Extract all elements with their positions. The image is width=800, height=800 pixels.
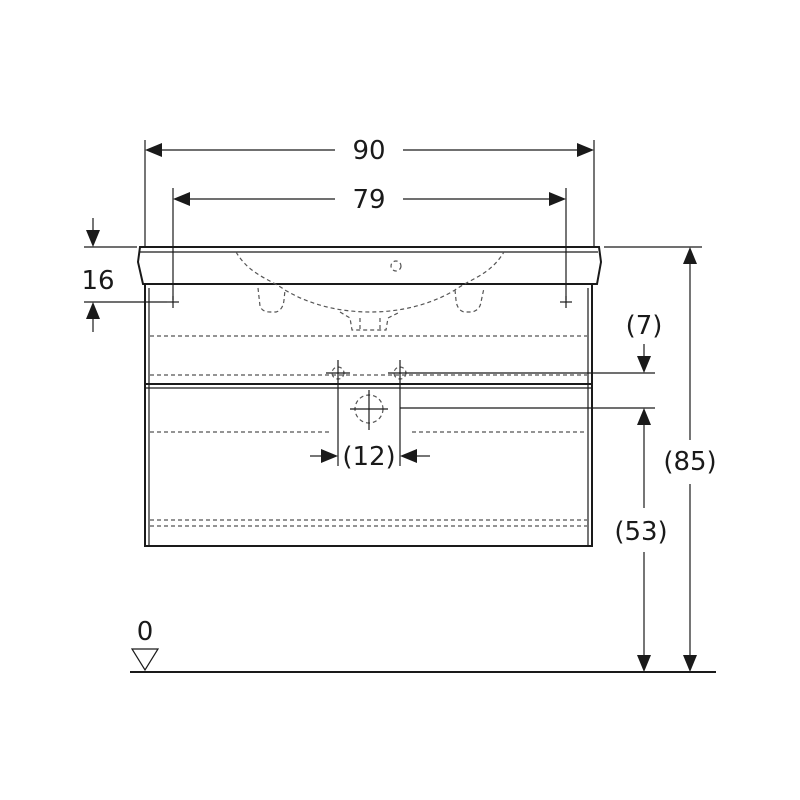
dimension-85-label: (85): [663, 447, 716, 477]
dimension-7-label: (7): [626, 311, 663, 341]
dimension-16-label: 16: [81, 266, 114, 296]
dimension-drain-spacing: (12): [310, 386, 430, 472]
basin-bowl: [235, 251, 505, 331]
dimension-53-label: (53): [614, 517, 667, 547]
dimension-drain-offset: (7): [412, 311, 663, 374]
dimension-basin-thickness: 16: [81, 218, 167, 332]
washbasin-top: [136, 246, 603, 285]
dimension-drain-height: (53): [400, 407, 668, 672]
dimension-90-label: 90: [352, 136, 385, 166]
dimension-tap-spacing: 79: [172, 185, 567, 300]
vanity-unit: [136, 246, 603, 547]
dimension-total-height: (85): [604, 246, 717, 672]
level-symbol-icon: [130, 648, 160, 672]
dimension-12-label: (12): [342, 442, 395, 472]
overflow-hole: [390, 260, 402, 272]
floor-level-label: 0: [137, 617, 154, 647]
dimension-total-width: 90: [144, 136, 595, 247]
drain-markers: [326, 360, 412, 430]
dimension-79-label: 79: [352, 185, 385, 215]
floor-level: 0: [130, 617, 716, 673]
cabinet-body: [144, 283, 593, 547]
tap-hole-markers: [167, 296, 572, 308]
